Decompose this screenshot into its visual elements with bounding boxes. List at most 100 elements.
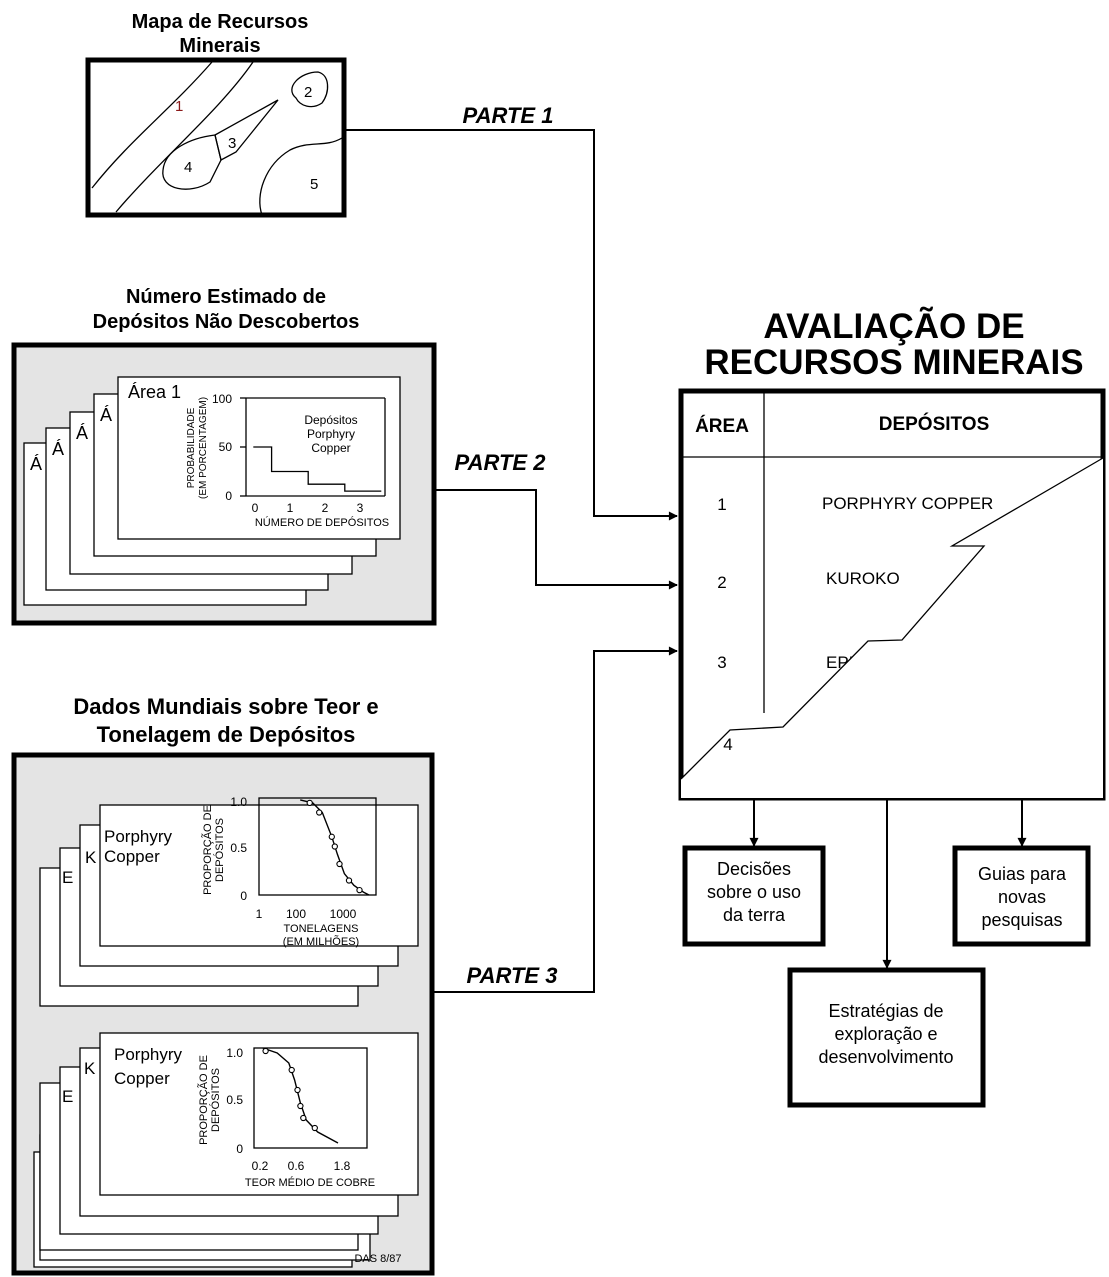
probability-legend-line3: Copper <box>311 441 350 455</box>
tonnage-stack-label: E <box>62 868 73 887</box>
map-area-5-label: 5 <box>310 176 318 193</box>
tonnage-point <box>316 809 323 816</box>
grade-point <box>311 1124 318 1132</box>
grade-ylabel-line1: PROPORÇÃO DE <box>197 1055 210 1145</box>
map-title-line2: Minerais <box>179 35 260 57</box>
probability-step-line <box>253 446 382 492</box>
probability-plot-area <box>240 397 382 497</box>
grade-xtick: 1.8 <box>334 1159 351 1173</box>
tonnage-plot-frame <box>258 797 377 896</box>
probability-legend-line1: Depósitos <box>304 413 357 427</box>
grade-xtick: 0.6 <box>288 1159 305 1173</box>
guides-box <box>952 845 1091 947</box>
map-area-5-outline <box>259 137 343 216</box>
part2-label: PARTE 2 <box>455 450 547 475</box>
assessment-row-area: 2 <box>717 573 726 592</box>
assessment-panel: AVALIAÇÃO DE RECURSOS MINERAIS ÁREA DEPÓ… <box>678 307 1106 801</box>
probability-xtick: 3 <box>357 501 364 515</box>
tonnage-point <box>328 833 335 840</box>
tonnage-xtick: 1 <box>256 907 263 921</box>
probability-ytick: 100 <box>212 392 232 406</box>
tonnage-xlabel-line2: (EM MILHÕES) <box>283 935 359 948</box>
column-area-header: ÁREA <box>695 415 749 437</box>
grade-ylabel-line2: DEPÓSITOS <box>209 1068 222 1132</box>
strategies-line: exploração e <box>834 1024 937 1044</box>
assessment-row-deposit: PORPHYRY COPPER <box>822 494 993 513</box>
grade-point <box>294 1086 301 1094</box>
tonnage-model-line1: Porphyry <box>104 827 173 846</box>
tonnage-ylabel-line1: PROPORÇÃO DE <box>201 805 214 895</box>
probability-legend-line2: Porphyry <box>307 427 355 441</box>
tonnage-point <box>356 886 363 894</box>
grade-sheet-front <box>99 1032 419 1196</box>
assessment-title-line2: RECURSOS MINERAIS <box>704 343 1083 382</box>
guides-line: Guias para <box>978 864 1067 884</box>
map-area-3-label: 3 <box>228 135 236 152</box>
world-data-panel: Dados Mundiais sobre Teor e Tonelagem de… <box>11 694 435 1276</box>
tonnage-point <box>306 799 313 807</box>
tonnage-xlabel-line1: TONELAGENS <box>284 923 359 935</box>
probability-ylabel-line1: PROBABILIDADE <box>186 407 197 488</box>
grade-xlabel: TEOR MÉDIO DE COBRE <box>245 1176 375 1189</box>
probability-xtick: 2 <box>322 501 329 515</box>
grade-point <box>297 1102 304 1110</box>
tonnage-ytick: 1.0 <box>230 795 247 809</box>
guides-line: pesquisas <box>981 910 1062 930</box>
tonnage-point <box>336 860 343 868</box>
map-area-2-outline <box>291 71 329 108</box>
grade-stack-label: K <box>84 1059 96 1078</box>
connectors: PARTE 1 PARTE 2 PARTE 3 <box>344 103 678 993</box>
part3-arrow <box>432 646 678 993</box>
grade-xtick: 0.2 <box>252 1159 269 1173</box>
grade-plot-area <box>262 1047 339 1144</box>
torn-page-edge <box>680 457 1104 780</box>
part1-label: PARTE 1 <box>463 103 554 128</box>
strategies-line: desenvolvimento <box>818 1047 953 1067</box>
part3-label: PARTE 3 <box>467 963 558 988</box>
guides-line: novas <box>998 887 1046 907</box>
probability-ytick: 50 <box>219 440 233 454</box>
grade-point <box>288 1066 295 1074</box>
map-title-line1: Mapa de Recursos <box>132 11 309 33</box>
estimate-panel: Número Estimado de Depósitos Não Descobe… <box>11 286 437 626</box>
tonnage-ytick: 0 <box>240 889 247 903</box>
probability-xtick: 1 <box>287 501 294 515</box>
probability-xtick: 0 <box>252 501 259 515</box>
grade-ytick: 0 <box>236 1142 243 1156</box>
strategies-line: Estratégias de <box>828 1001 943 1021</box>
grade-model-line1: Porphyry <box>114 1045 183 1064</box>
land-use-line: sobre o uso <box>707 882 801 902</box>
map-area-2-label: 2 <box>304 84 312 101</box>
grade-point <box>262 1047 269 1055</box>
estimate-title-line2: Depósitos Não Descobertos <box>93 311 360 333</box>
tonnage-point <box>331 843 338 850</box>
assessment-row-area: 1 <box>717 495 726 514</box>
probability-chart: 100 50 0 0 1 2 3 NÚMERO DE DEPÓSITOS Dep… <box>186 392 389 529</box>
world-title-line2: Tonelagem de Depósitos <box>97 722 356 747</box>
column-deposits-header: DEPÓSITOS <box>879 413 990 435</box>
probability-xlabel: NÚMERO DE DEPÓSITOS <box>255 516 389 529</box>
estimate-stack-label: Á <box>52 439 64 459</box>
probability-ylabel-line2: (EM PORCENTAGEM) <box>198 397 209 499</box>
map-area-4-outline <box>162 134 222 190</box>
tonnage-xtick: 1000 <box>330 907 357 921</box>
map-panel: Mapa de Recursos Minerais 1 2 3 4 5 <box>85 11 347 218</box>
tonnage-plot-area <box>300 799 370 896</box>
tonnage-stack-label: K <box>85 848 97 867</box>
grade-model-line2: Copper <box>114 1069 170 1088</box>
tonnage-point <box>345 877 353 884</box>
estimate-sheet-front <box>117 376 401 540</box>
assessment-row-area: 3 <box>717 653 726 672</box>
estimate-stack-label: Á <box>30 454 42 474</box>
land-use-box <box>682 845 826 947</box>
map-area-1-label: 1 <box>175 98 183 115</box>
estimate-stack-label: Á <box>100 405 112 425</box>
estimate-area-label: Área 1 <box>128 382 181 402</box>
grade-plot-frame <box>253 1047 368 1149</box>
assessment-row-area: 4 <box>723 735 732 754</box>
world-title-line1: Dados Mundiais sobre Teor e <box>73 694 378 719</box>
tonnage-ylabel-line2: DEPÓSITOS <box>213 818 226 882</box>
tonnage-chart: 1.0 0.5 0 1 100 1000 TONELAGENS (EM MILH… <box>201 795 377 948</box>
part1-arrow <box>344 129 678 521</box>
